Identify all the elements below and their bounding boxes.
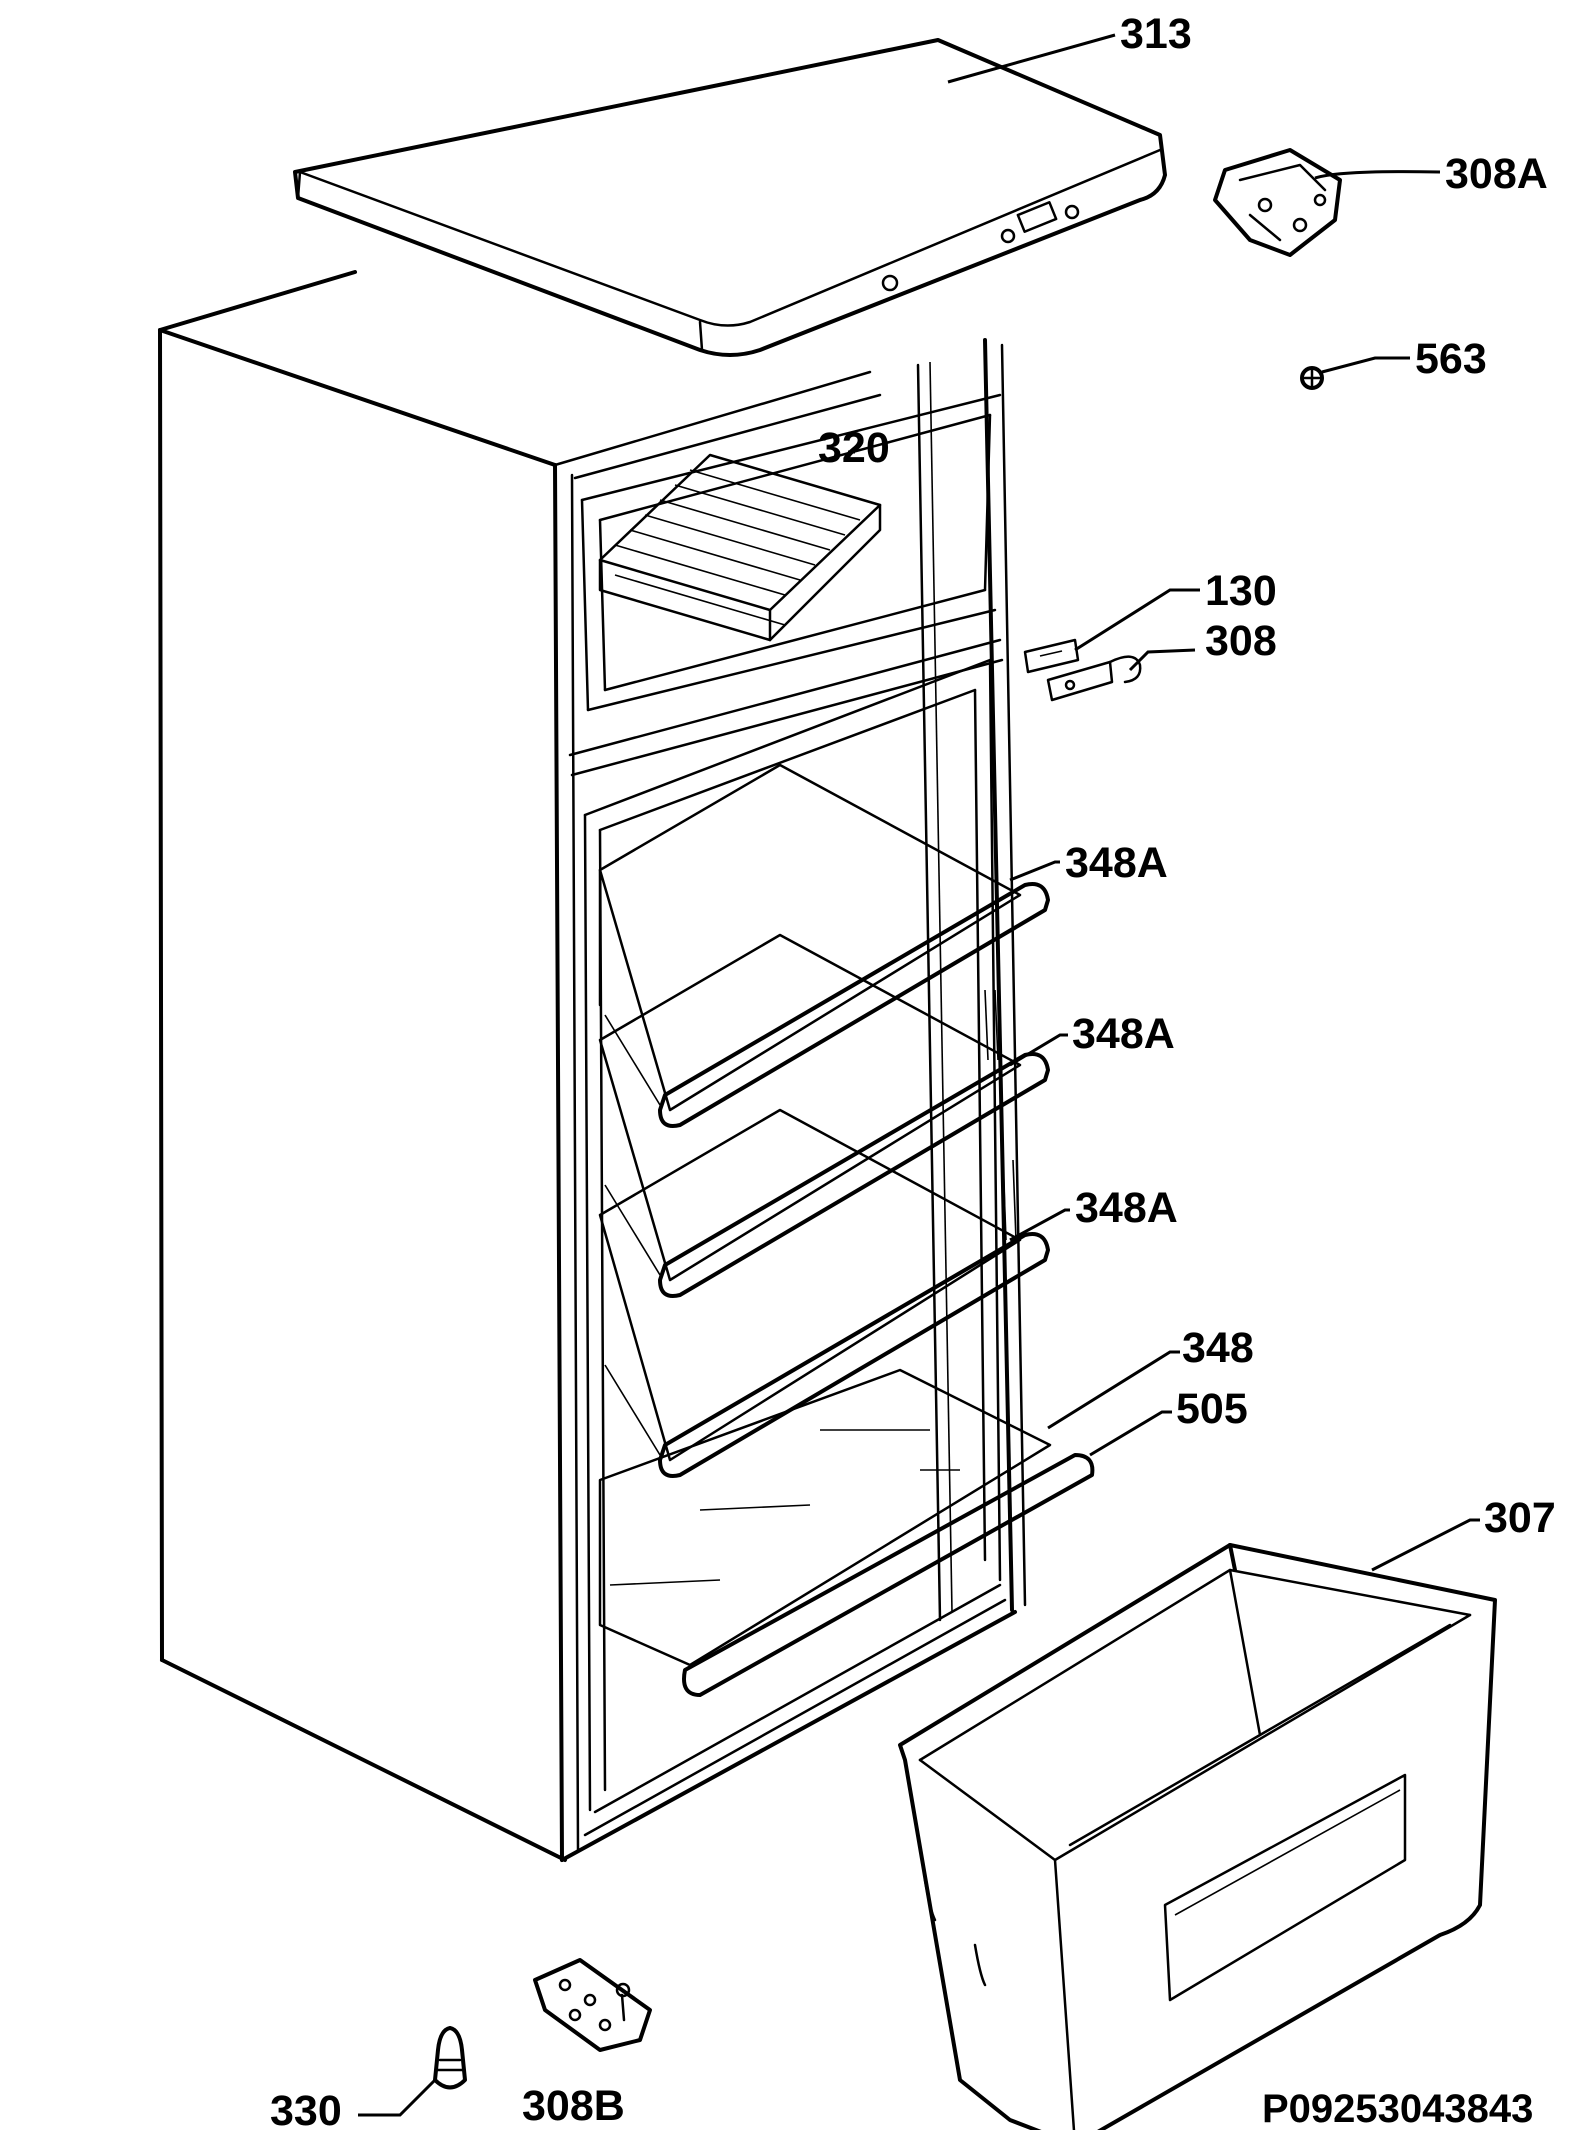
glass-shelf-1 — [598, 763, 1050, 1128]
crisper-cover-trim — [682, 1453, 1095, 1697]
label-330: 330 — [270, 2087, 342, 2130]
label-563: 563 — [1415, 335, 1487, 383]
label-313: 313 — [1120, 10, 1192, 58]
label-320: 320 — [818, 424, 890, 472]
label-348A-1: 348A — [1065, 839, 1168, 887]
label-348A-2: 348A — [1072, 1010, 1175, 1058]
glass-shelf-3 — [598, 1108, 1050, 1478]
vegetable-drawer — [898, 1543, 1497, 2130]
freezer-grid-shelf — [598, 453, 882, 642]
drawing-code: P09253043843 — [1262, 2087, 1533, 2130]
top-cover — [293, 38, 1167, 357]
label-308: 308 — [1205, 617, 1277, 665]
crisper-glass-cover — [598, 1368, 1052, 1667]
label-307: 307 — [1484, 1494, 1556, 1542]
cabinet-body — [158, 270, 1027, 1862]
glass-shelf-2 — [598, 933, 1050, 1298]
hinge-308A — [1213, 148, 1342, 257]
label-130: 130 — [1205, 567, 1277, 615]
label-348: 348 — [1182, 1324, 1254, 1372]
label-308A: 308A — [1445, 150, 1548, 198]
label-308B: 308B — [522, 2082, 625, 2130]
hinge-308 — [1046, 655, 1142, 702]
label-348A-3: 348A — [1075, 1184, 1178, 1232]
bracket-130 — [1023, 638, 1080, 674]
foot-330 — [433, 2026, 467, 2090]
cap-563 — [1300, 366, 1324, 390]
label-505: 505 — [1176, 1385, 1248, 1433]
hinge-308B — [533, 1958, 652, 2052]
part-labels: 313 308A 563 320 130 308 348A 348A 348A … — [270, 10, 1556, 2130]
leader-lines — [358, 33, 1480, 2117]
